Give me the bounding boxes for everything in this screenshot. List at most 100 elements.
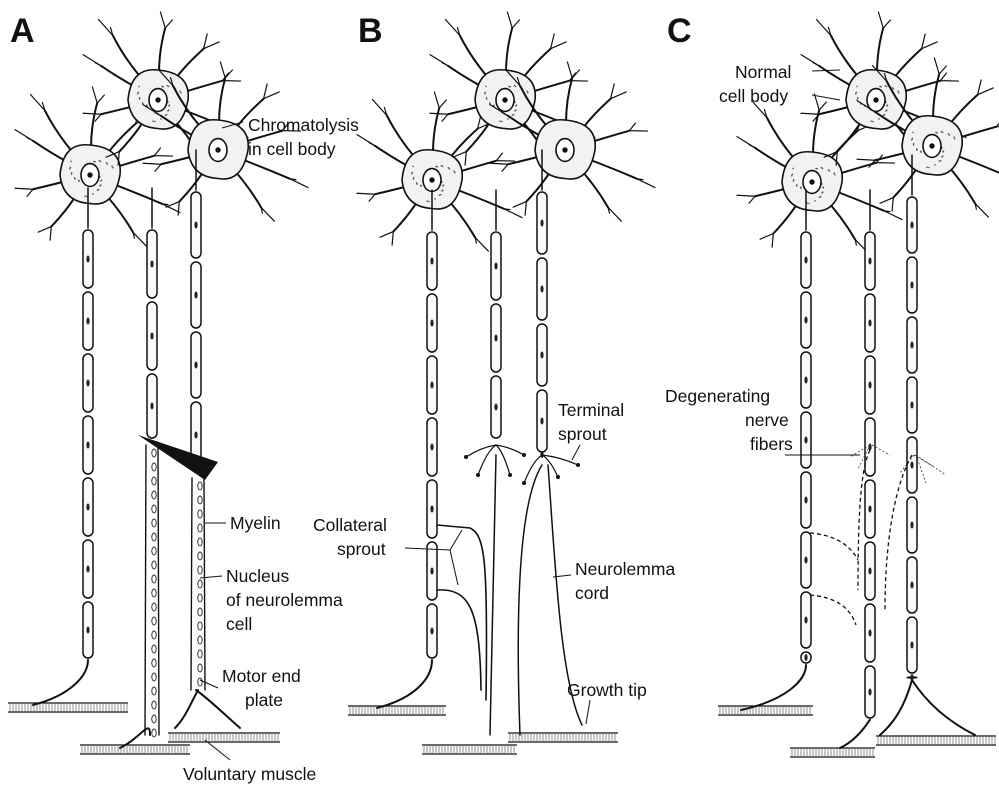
schwann-nucleus — [868, 444, 871, 451]
schwann-nucleus — [868, 689, 871, 696]
stipple-dot — [822, 191, 824, 193]
schwann-nucleus — [494, 404, 497, 411]
stipple-dot — [440, 194, 442, 196]
schwann-nucleus — [194, 432, 197, 439]
stipple-dot — [161, 86, 163, 88]
stipple-dot — [106, 162, 108, 164]
stipple-dot — [940, 160, 942, 162]
leader-nucleus — [200, 576, 222, 578]
dendrite-branch — [83, 55, 101, 66]
stipple-dot — [138, 86, 140, 88]
stipple-dot — [878, 118, 880, 120]
stipple-dot — [935, 132, 937, 134]
label-nucleus-line1: Nucleus — [226, 566, 289, 586]
nucleolus — [809, 179, 814, 184]
nucleolus — [873, 97, 878, 102]
stipple-dot — [416, 183, 418, 185]
stipple-dot — [916, 149, 918, 151]
panel-a-axon-3 — [191, 150, 201, 468]
dendrite-branch — [380, 232, 393, 246]
stipple-dot — [412, 166, 414, 168]
stipple-dot — [84, 195, 86, 197]
schwann-nucleus — [804, 654, 807, 661]
stipple-dot — [484, 93, 486, 95]
panel-b-muscle-1 — [348, 706, 446, 715]
panel-b-ending-1 — [377, 660, 432, 708]
schwann-nucleus — [804, 557, 807, 564]
label-collateral-sprout-line1: Collateral — [313, 515, 387, 535]
stipple-dot — [815, 168, 817, 170]
dendrite-branch — [204, 34, 220, 49]
myelin-debris — [152, 561, 156, 569]
schwann-nucleus — [540, 220, 543, 227]
myelin-debris — [152, 715, 156, 723]
nucleolus — [929, 143, 934, 148]
sprout-tip — [476, 473, 480, 477]
panel-b-axon-2 — [491, 190, 501, 438]
panel-a-ending-3 — [175, 690, 240, 728]
stipple-dot — [953, 136, 955, 138]
panel-b-axon-3 — [537, 150, 547, 458]
dendrite-branch — [160, 12, 172, 28]
degenerating-collateral-1 — [810, 533, 858, 560]
myelin-debris — [152, 477, 156, 485]
stipple-dot — [98, 189, 100, 191]
stipple-dot — [870, 120, 872, 122]
stipple-dot — [442, 189, 444, 191]
schwann-nucleus — [540, 286, 543, 293]
panel-a-letter: A — [10, 12, 35, 50]
schwann-nucleus — [194, 222, 197, 229]
label-neurolemma-cord-line2: cord — [575, 583, 609, 603]
dendrite-branch — [357, 193, 375, 201]
myelin-debris — [198, 678, 202, 686]
panel-c-ending-2 — [840, 720, 870, 748]
stipple-dot — [833, 172, 835, 174]
stipple-dot — [884, 114, 886, 116]
schwann-nucleus — [430, 444, 433, 451]
stipple-dot — [74, 178, 76, 180]
schwann-nucleus — [868, 258, 871, 265]
stipple-dot — [139, 98, 141, 100]
stipple-dot — [898, 92, 900, 94]
dendrite-branch — [637, 179, 655, 188]
dendrite-branch — [15, 130, 33, 141]
schwann-nucleus — [86, 566, 89, 573]
label-degenerating-line2: nerve — [745, 410, 789, 430]
myelin-debris — [152, 659, 156, 667]
schwann-nucleus — [430, 320, 433, 327]
dendrite-branch — [630, 123, 648, 131]
label-normal-cell-body-line2: cell body — [719, 86, 788, 106]
dendrite-branch — [92, 87, 104, 103]
myelin-debris — [152, 449, 156, 457]
stipple-dot — [426, 200, 428, 202]
dendrite-branch — [513, 202, 526, 216]
dendrite-branch — [30, 95, 44, 111]
stipple-dot — [154, 121, 156, 123]
stipple-dot — [792, 168, 794, 170]
stipple-dot — [420, 185, 422, 187]
schwann-nucleus — [910, 462, 913, 469]
schwann-nucleus — [86, 627, 89, 634]
schwann-nucleus — [86, 318, 89, 325]
myelin-debris — [152, 519, 156, 527]
dendrite-branch — [816, 20, 830, 36]
sprout-tip — [576, 463, 580, 467]
panel-a-degenerating-axon-2 — [145, 445, 159, 737]
dendrite-branch — [38, 227, 51, 241]
stipple-dot — [941, 131, 943, 133]
stipple-dot — [791, 175, 793, 177]
dendrite-branch — [264, 84, 280, 99]
myelin-debris — [198, 594, 202, 602]
label-nucleus-line3: cell — [226, 614, 252, 634]
dendrite-branch — [445, 20, 459, 36]
schwann-nucleus — [910, 522, 913, 529]
label-degenerating-line3: fibers — [750, 434, 793, 454]
myelin-debris — [198, 524, 202, 532]
myelin-debris — [152, 701, 156, 709]
panel-a-axon-2 — [147, 188, 157, 438]
stipple-dot — [879, 86, 881, 88]
schwann-nucleus — [910, 402, 913, 409]
schwann-nucleus — [910, 222, 913, 229]
sprout-tip — [522, 481, 526, 485]
stipple-dot — [808, 203, 810, 205]
